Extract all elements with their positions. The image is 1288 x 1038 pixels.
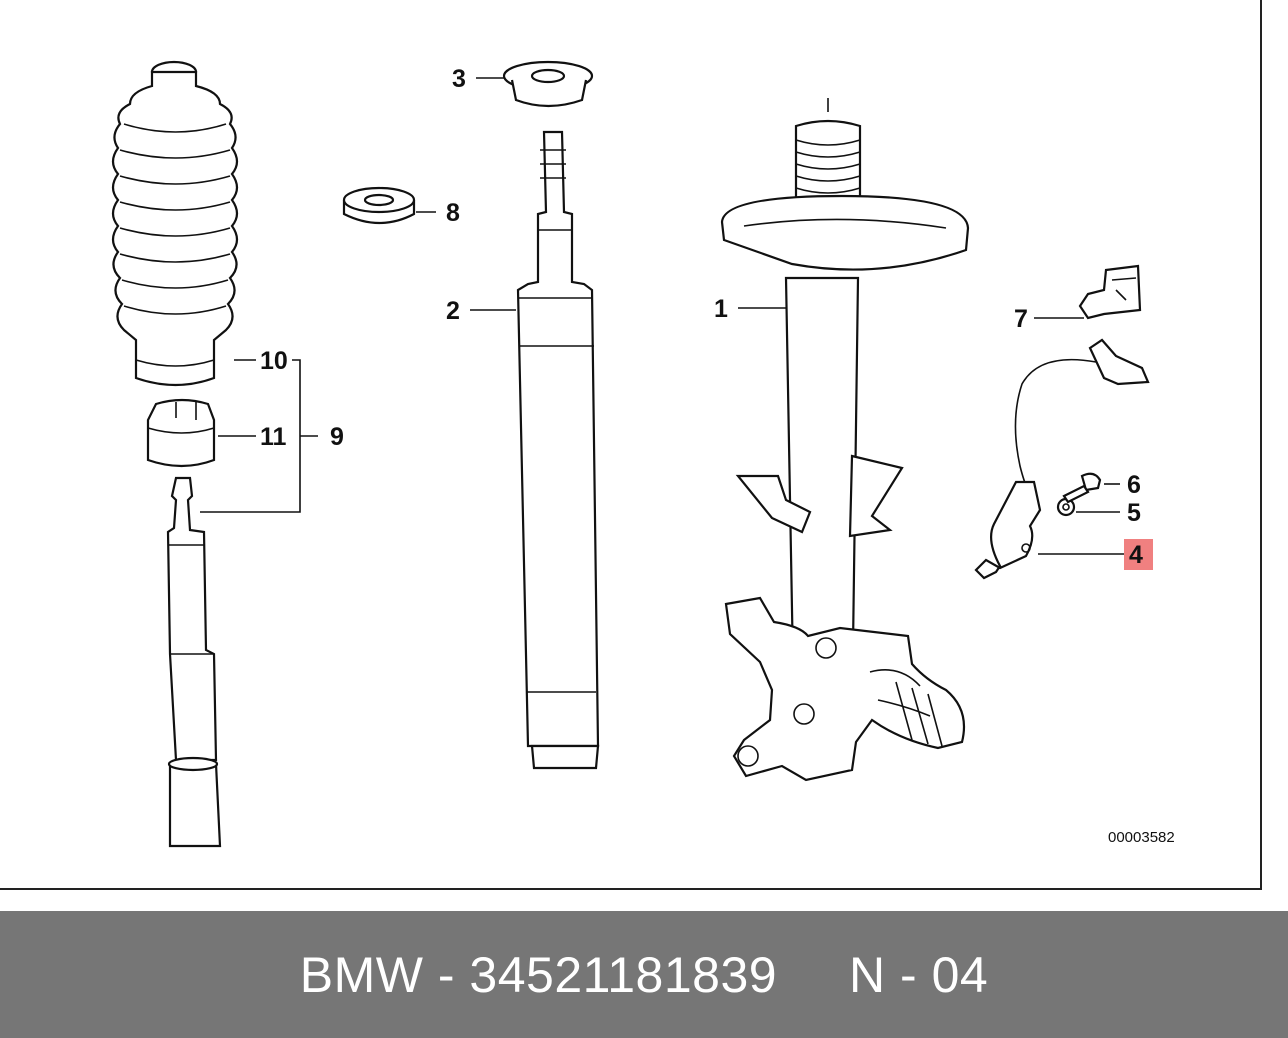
diagram-panel: 3 8 2 1 7 6 5 4 10 11 9 00003582 xyxy=(0,0,1262,890)
strut-mount-drawing xyxy=(502,60,594,108)
bolt-drawing xyxy=(1062,472,1102,504)
highlight-box xyxy=(1124,539,1153,570)
spring-strut-drawing xyxy=(720,98,970,782)
callout-5: 5 xyxy=(1127,499,1141,527)
callout-9: 9 xyxy=(330,423,344,451)
part-number-label: BMW - 34521181839 N - 04 xyxy=(299,946,989,1003)
callout-10: 10 xyxy=(260,347,288,375)
wheel-speed-sensor-drawing xyxy=(974,338,1150,580)
piston-rod-drawing xyxy=(166,476,222,848)
part-info-footer: BMW - 34521181839 N - 04 xyxy=(0,911,1288,1038)
spacer-ring-drawing xyxy=(342,186,416,224)
leader-lines xyxy=(200,77,1124,555)
bump-stop-drawing xyxy=(146,398,216,468)
bellows-boot-drawing xyxy=(111,60,239,387)
callout-1: 1 xyxy=(714,295,728,323)
callout-4: 4 xyxy=(1129,541,1143,569)
callout-8: 8 xyxy=(446,199,460,227)
callout-2: 2 xyxy=(446,297,460,325)
callout-3: 3 xyxy=(452,65,466,93)
callout-7: 7 xyxy=(1014,305,1028,333)
washer-drawing xyxy=(1056,497,1076,517)
callout-11: 11 xyxy=(260,423,287,451)
shock-absorber-drawing xyxy=(516,130,600,770)
clip-drawing xyxy=(1078,264,1142,320)
parts-diagram: 3 8 2 1 7 6 5 4 10 11 9 00003582 xyxy=(111,60,1175,848)
diagram-reference-number: 00003582 xyxy=(1108,829,1175,846)
callout-6: 6 xyxy=(1127,471,1141,499)
